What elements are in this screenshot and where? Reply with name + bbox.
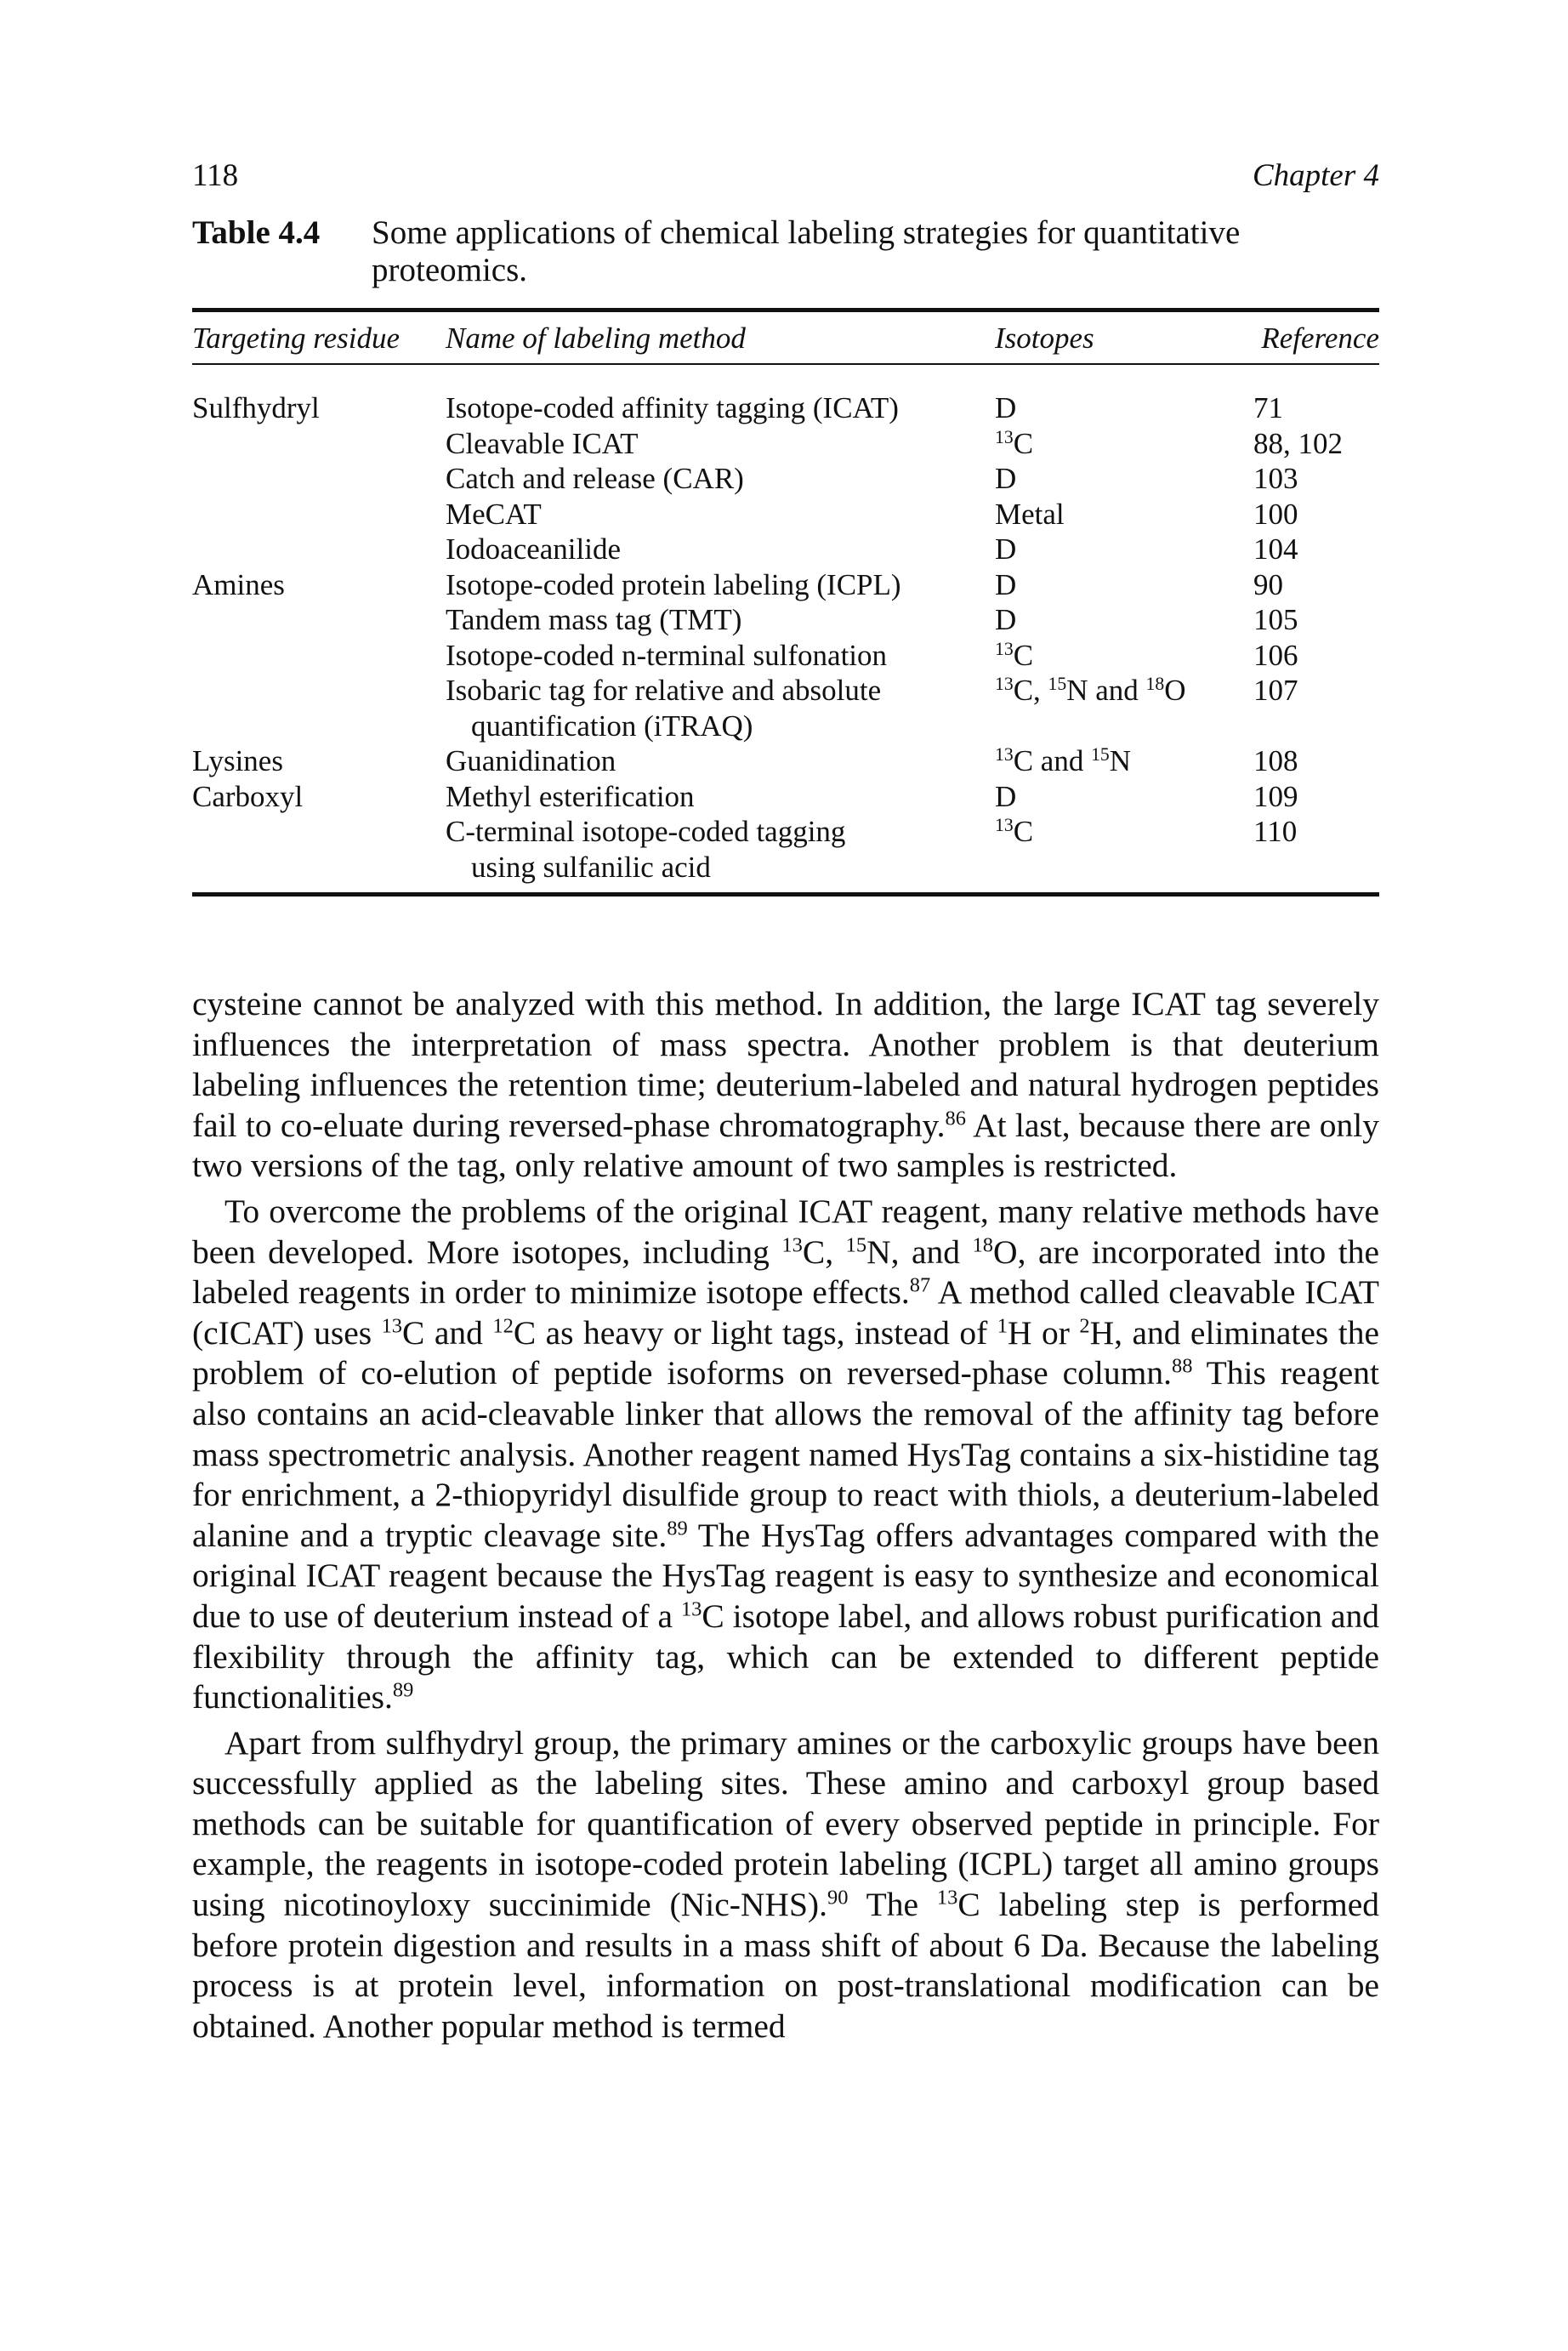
isotopes-cell: D <box>995 462 1017 495</box>
table-row: Carboxyl Methyl esterification D 109 <box>0 779 1568 815</box>
method-line-continued: using sulfanilic acid <box>471 850 711 884</box>
method-line: Methyl esterification <box>446 779 695 813</box>
table-row: Sulfhydryl Isotope-coded affinity tagging… <box>0 390 1568 426</box>
body-paragraph: Apart from sulfhydryl group, the primary… <box>192 1723 1380 2045</box>
table-body: Sulfhydryl Isotope-coded affinity tagging… <box>0 390 1568 885</box>
labeling-method-cell: Isotope-coded protein labeling (ICPL) <box>446 567 901 603</box>
method-line: Isotope-coded protein labeling (ICPL) <box>446 567 901 601</box>
reference-cell: 88, 102 <box>1253 426 1343 460</box>
method-line: Isobaric tag for relative and absolute <box>446 674 882 707</box>
table-header-row: Targeting residue Name of labeling metho… <box>0 322 1568 359</box>
method-line-continued: quantification (iTRAQ) <box>471 709 753 743</box>
method-line: Cleavable ICAT <box>446 426 639 460</box>
method-line: Isotope-coded n-terminal sulfonation <box>446 638 888 672</box>
table-row: Isotope-coded n-terminal sulfonation 13C 1… <box>0 638 1568 674</box>
labeling-method-cell: Cleavable ICAT <box>446 426 638 462</box>
table-row: Lysines Guanidination 13C and 15N 108 <box>0 743 1568 779</box>
isotopes-cell: D <box>995 532 1017 566</box>
isotopes-cell: Metal <box>995 497 1065 531</box>
table-row: Iodoaceanilide D 104 <box>0 532 1568 567</box>
targeting-residue-cell: Sulfhydryl <box>192 391 320 424</box>
reference-cell: 108 <box>1253 744 1298 777</box>
isotopes-cell: 13C <box>995 815 1034 848</box>
labeling-method-cell: Guanidination <box>446 743 616 779</box>
isotopes-cell: D <box>995 567 1017 601</box>
reference-cell: 105 <box>1253 603 1298 636</box>
method-line: C-terminal isotope-coded tagging <box>446 815 846 848</box>
isotopes-cell: 13C, 15N and 18O <box>995 674 1186 707</box>
page-header: 118 Chapter 4 <box>192 157 1379 200</box>
isotopes-cell: D <box>995 779 1017 813</box>
reference-cell: 107 <box>1253 674 1298 707</box>
isotopes-cell: D <box>995 391 1017 424</box>
reference-cell: 103 <box>1253 462 1298 495</box>
reference-cell: 110 <box>1253 815 1298 848</box>
labeling-method-cell: Methyl esterification <box>446 779 695 815</box>
labeling-method-cell: Isotope-coded affinity tagging (ICAT) <box>446 390 899 426</box>
isotopes-cell: 13C and 15N <box>995 744 1132 777</box>
labeling-method-cell: Isotope-coded n-terminal sulfonation <box>446 638 887 674</box>
reference-cell: 71 <box>1253 391 1283 424</box>
targeting-residue-cell: Lysines <box>192 744 283 777</box>
labeling-method-cell: Catch and release (CAR) <box>446 461 744 497</box>
running-head: Chapter 4 <box>1252 158 1379 193</box>
page-number: 118 <box>192 158 239 193</box>
table-row: MeCAT Metal 100 <box>0 497 1568 532</box>
body-text: cysteine cannot be analyzed with this me… <box>192 984 1379 2052</box>
targeting-residue-cell: Amines <box>192 567 285 601</box>
column-header: Name of labeling method <box>446 322 746 355</box>
method-line: Isotope-coded affinity tagging (ICAT) <box>446 391 899 424</box>
method-line: Tandem mass tag (TMT) <box>446 603 742 636</box>
reference-cell: 100 <box>1253 497 1298 531</box>
isotopes-cell: 13C <box>995 638 1034 672</box>
table-row: Catch and release (CAR) D 103 <box>0 461 1568 497</box>
method-line: MeCAT <box>446 497 542 531</box>
table-caption: Table 4.4 Some applications of chemical … <box>192 214 1379 289</box>
column-header: Reference <box>1261 322 1379 355</box>
table-row: Amines Isotope-coded protein labeling (IC… <box>0 567 1568 603</box>
reference-cell: 90 <box>1253 567 1283 601</box>
labeling-method-cell: MeCAT <box>446 497 542 532</box>
isotopes-cell: 13C <box>995 426 1034 460</box>
reference-cell: 106 <box>1253 638 1298 672</box>
column-header: Isotopes <box>995 322 1094 355</box>
targeting-residue-cell: Carboxyl <box>192 779 304 813</box>
body-paragraph: cysteine cannot be analyzed with this me… <box>192 985 1379 1185</box>
table-row: Tandem mass tag (TMT) D 105 <box>0 602 1568 638</box>
reference-cell: 109 <box>1253 779 1298 813</box>
labeling-method-cell: Tandem mass tag (TMT) <box>446 602 741 638</box>
isotopes-cell: D <box>995 603 1017 636</box>
table-caption-text: Some applications of chemical labeling s… <box>372 214 1241 288</box>
table-top-rule <box>192 308 1379 312</box>
method-line: Guanidination <box>446 744 616 777</box>
table-row: Cleavable ICAT 13C 88, 102 <box>0 426 1568 462</box>
labeling-method-cell: Iodoaceanilide <box>446 532 621 567</box>
column-header: Targeting residue <box>192 322 401 355</box>
table-bottom-rule <box>192 892 1379 897</box>
table-label: Table 4.4 <box>192 214 321 251</box>
body-paragraph: To overcome the problems of the original… <box>192 1192 1379 1716</box>
table-header-rule <box>192 363 1379 365</box>
method-line: Catch and release (CAR) <box>446 462 744 495</box>
reference-cell: 104 <box>1253 532 1298 566</box>
method-line: Iodoaceanilide <box>446 532 622 566</box>
